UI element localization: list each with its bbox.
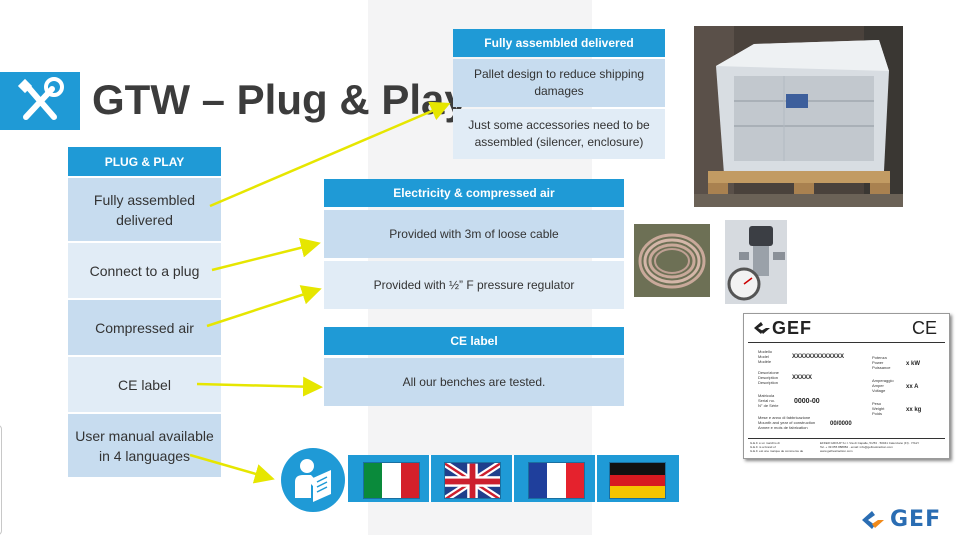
flag-separator xyxy=(512,455,514,502)
gef-logo-icon xyxy=(862,510,884,529)
flag-uk-icon xyxy=(444,462,501,499)
left-row-manual: User manual available in 4 languages xyxy=(68,414,221,477)
label-power: Potenza Power Puissance xyxy=(872,355,891,370)
left-row-assembled: Fully assembled delivered xyxy=(68,178,221,241)
arrow-air xyxy=(206,285,322,328)
ce-nameplate: GEF CE Modello Model Modèle XXXXXXXXXXXX… xyxy=(743,313,950,459)
plug-and-play-header: PLUG & PLAY xyxy=(68,147,221,176)
user-manual-icon xyxy=(281,448,345,512)
value-current: xx A xyxy=(906,384,919,390)
left-row-air: Compressed air xyxy=(68,300,221,355)
nameplate-brand-text: GEF xyxy=(772,318,813,338)
left-row-ce: CE label xyxy=(68,357,221,412)
label-footer-right: EFFER GROUP S.r.l. Via di Capalle, 51/53… xyxy=(820,441,920,453)
nameplate-divider-bottom xyxy=(748,438,945,439)
label-weight: Peso Weight Poids xyxy=(872,401,885,416)
value-model: XXXXXXXXXXXXX xyxy=(792,354,845,360)
flag-france-icon xyxy=(528,462,585,499)
pallet-photo xyxy=(694,26,903,207)
gef-logo-text: GEF xyxy=(890,507,942,532)
nameplate-brand: GEF xyxy=(752,318,812,339)
arrow-manual xyxy=(189,453,275,484)
arrow-plug xyxy=(211,237,321,272)
label-model: Modello Model Modèle xyxy=(758,349,773,364)
value-description: XXXXX xyxy=(792,375,813,381)
nameplate-divider-top xyxy=(748,342,945,343)
gef-logo: GEF xyxy=(860,507,941,532)
electricity-header: Electricity & compressed air xyxy=(324,179,624,207)
left-row-plug: Connect to a plug xyxy=(68,243,221,298)
value-year: 00/0000 xyxy=(830,421,852,427)
cable-photo xyxy=(634,224,710,297)
label-serial: Matricola Serial no. N° de Série xyxy=(758,393,779,408)
language-flags-bar xyxy=(348,455,679,502)
label-current: Amperaggio Amper Voltage xyxy=(872,378,894,393)
label-footer-left: G.E.F. è un marchio di G.E.F. is a brand… xyxy=(750,441,804,453)
arrow-assembled xyxy=(209,101,451,208)
slide-title: GTW – Plug & Play xyxy=(92,76,468,123)
pressure-regulator-photo xyxy=(725,220,787,304)
flag-germany-icon xyxy=(609,462,666,499)
flag-separator xyxy=(595,455,597,502)
tools-icon xyxy=(0,72,80,130)
flag-italy-icon xyxy=(363,462,420,499)
electricity-row-cable: Provided with 3m of loose cable xyxy=(324,210,624,258)
label-description: Descrizione Description Description xyxy=(758,370,779,385)
assembled-row-pallet: Pallet design to reduce shipping damages xyxy=(453,59,665,107)
ce-mark: CE xyxy=(911,318,937,338)
value-weight: xx kg xyxy=(906,407,922,413)
flag-separator xyxy=(429,455,431,502)
assembled-header: Fully assembled delivered xyxy=(453,29,665,57)
ce-row-tested: All our benches are tested. xyxy=(324,358,624,406)
value-power: x kW xyxy=(906,361,921,367)
edge-mark xyxy=(0,425,2,535)
label-year: Mese e anno di fabbricazione Mounth and … xyxy=(758,415,816,430)
ce-header: CE label xyxy=(324,327,624,355)
electricity-row-regulator: Provided with ½” F pressure regulator xyxy=(324,261,624,309)
arrow-ce xyxy=(196,376,323,397)
assembled-row-accessories: Just some accessories need to be assembl… xyxy=(453,109,665,159)
value-serial: 0000-00 xyxy=(794,398,820,405)
